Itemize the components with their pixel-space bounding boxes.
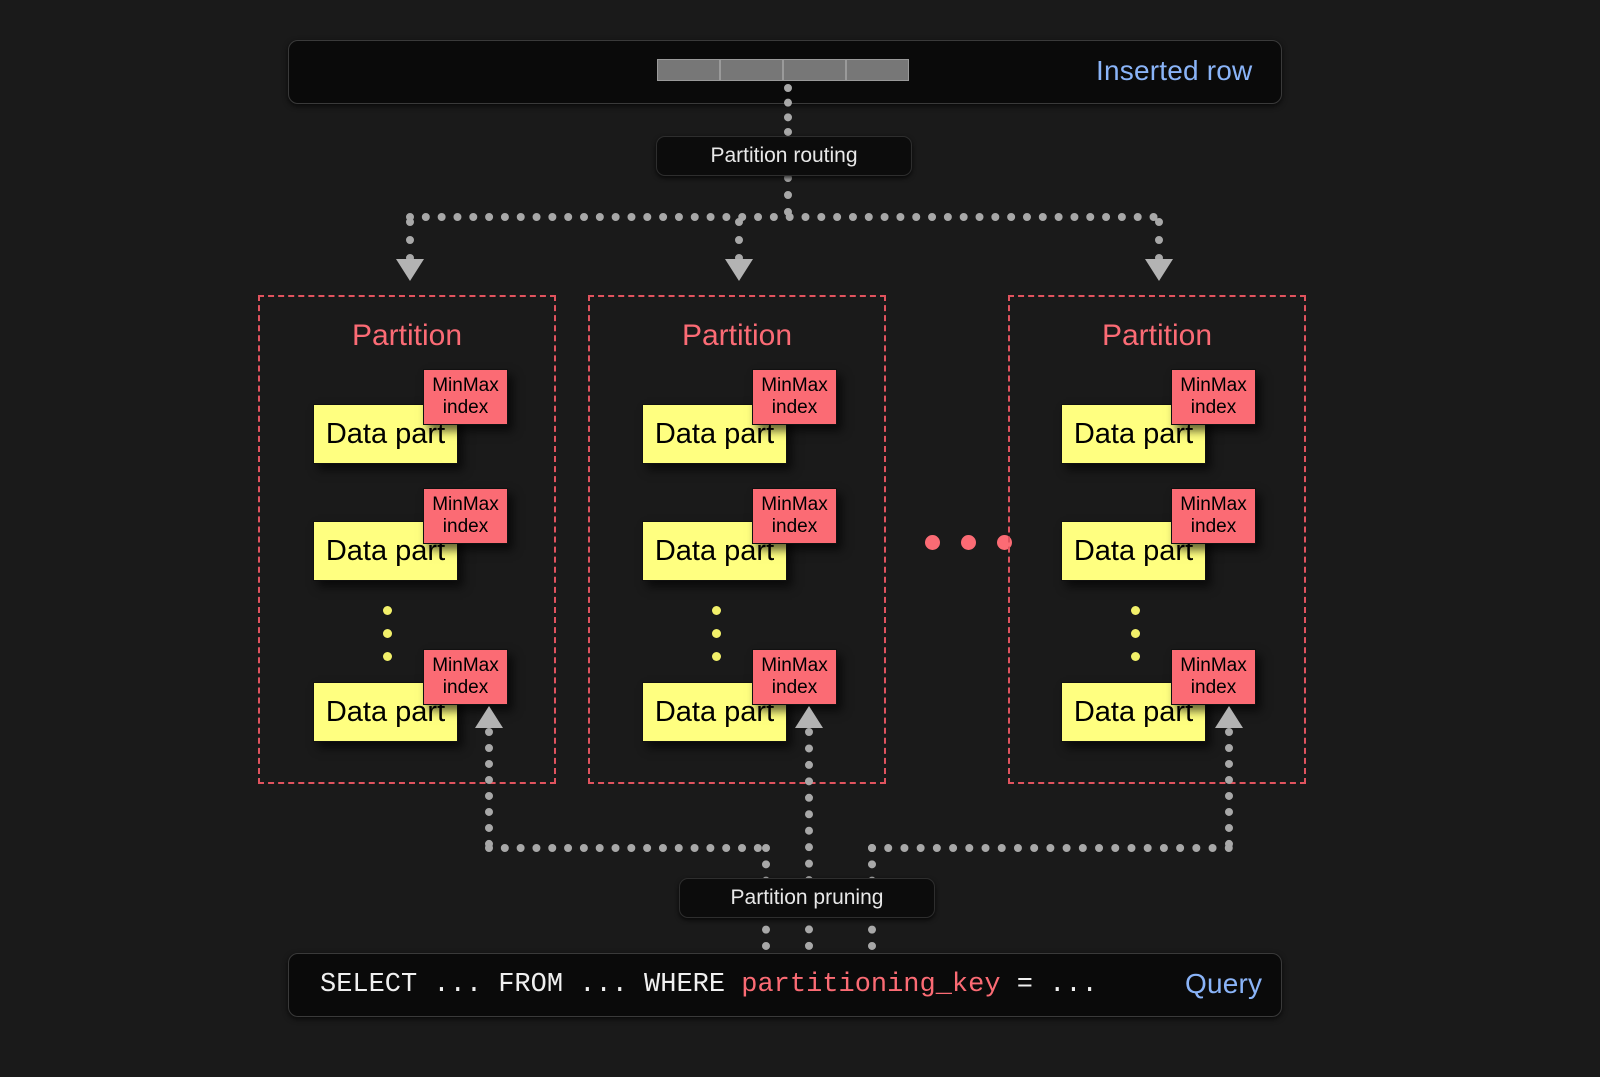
routing-drop-1	[406, 218, 414, 262]
pruning-line-partition-3	[1225, 728, 1233, 848]
ellipsis-dot	[383, 652, 392, 661]
routing-bus-horizontal	[406, 213, 1158, 221]
partition-2-title: Partition	[681, 319, 793, 352]
ellipsis-dot	[1131, 606, 1140, 615]
pruning-arrow-partition-1	[475, 706, 503, 728]
query-sql-text: SELECT ... FROM ... WHERE partitioning_k…	[320, 970, 1098, 1000]
ellipsis-dot	[1131, 629, 1140, 638]
row-cell	[720, 59, 783, 81]
inserted-row-label: Inserted row	[1096, 55, 1253, 86]
ellipsis-dot	[712, 652, 721, 661]
partition-routing-box: Partition routing	[656, 136, 912, 176]
partition-1-data-part-3: Data part	[313, 682, 458, 742]
routing-arrow-3	[1145, 259, 1173, 281]
partition-1-data-part-1: Data part	[313, 404, 458, 464]
row-cell	[783, 59, 846, 81]
row-cell	[846, 59, 909, 81]
pruning-arrow-partition-2	[795, 706, 823, 728]
query-partitioning-key: partitioning_key	[741, 970, 1001, 1000]
connector-row-to-routing	[784, 84, 792, 136]
partition-pruning-label: Partition pruning	[730, 886, 884, 909]
pruning-line-partition-1	[485, 728, 493, 848]
partition-3-data-part-2: Data part	[1061, 521, 1206, 581]
ellipsis-dot	[961, 535, 976, 550]
partition-pruning-box: Partition pruning	[679, 878, 935, 918]
partition-1: Partition	[258, 295, 556, 784]
ellipsis-dot	[712, 629, 721, 638]
pruning-bus-right	[868, 844, 1233, 852]
pruning-line-partition-2	[805, 728, 813, 950]
connector-routing-to-bus	[784, 174, 792, 216]
query-suffix: = ...	[1000, 970, 1098, 1000]
partition-3-data-part-1: Data part	[1061, 404, 1206, 464]
ellipsis-dot	[1131, 652, 1140, 661]
partition-3-vertical-ellipsis	[1131, 606, 1140, 675]
ellipsis-dot	[925, 535, 940, 550]
query-prefix: SELECT ... FROM ... WHERE	[320, 970, 742, 1000]
partition-1-title: Partition	[351, 319, 463, 352]
ellipsis-dot	[383, 629, 392, 638]
query-bar	[288, 953, 1282, 1017]
routing-arrow-2	[725, 259, 753, 281]
partition-routing-label: Partition routing	[710, 144, 858, 167]
pruning-arrow-partition-3	[1215, 706, 1243, 728]
ellipsis-dot	[712, 606, 721, 615]
routing-drop-3	[1155, 218, 1163, 262]
query-label: Query	[1185, 968, 1263, 999]
partition-3: Partition	[1008, 295, 1306, 784]
routing-drop-2	[735, 218, 743, 262]
routing-arrow-1	[396, 259, 424, 281]
partition-2-vertical-ellipsis	[712, 606, 721, 675]
partition-1-vertical-ellipsis	[383, 606, 392, 675]
inserted-row-cells	[657, 59, 909, 81]
partition-2: Partition	[588, 295, 886, 784]
pruning-bus-left	[485, 844, 762, 852]
ellipsis-dot	[383, 606, 392, 615]
row-cell	[657, 59, 720, 81]
partition-3-title: Partition	[1101, 319, 1213, 352]
